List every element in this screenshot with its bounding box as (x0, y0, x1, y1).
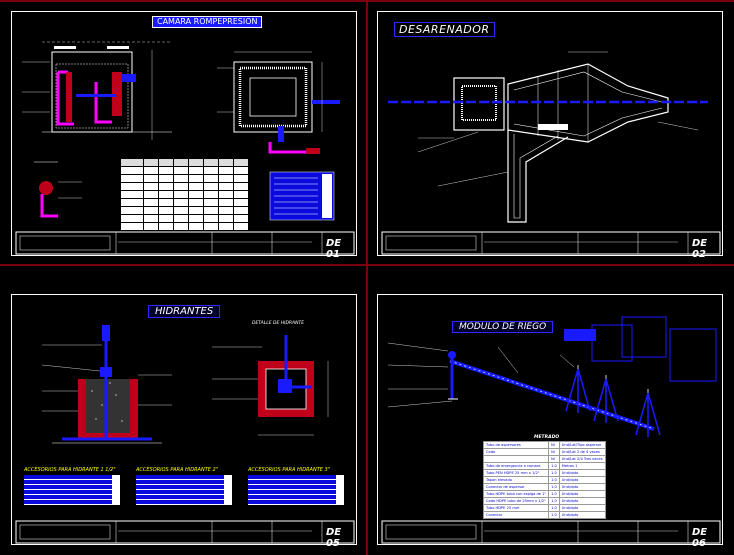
table-cell: Tubo de aspersores (482, 441, 550, 449)
accessories-table-3 (248, 475, 344, 505)
table-cell: Und/dpto (558, 483, 606, 491)
caption-hidrante-1: ACCESORIOS PARA HIDRANTE 1 1/2" (24, 467, 116, 473)
table-cell: Und/dpto (558, 490, 606, 498)
table-cell: Und/dpto (558, 504, 606, 512)
camara-drawing (15, 41, 355, 255)
data-table (120, 158, 249, 231)
table-cell: Codo (482, 448, 550, 456)
hidrantes-drawing (15, 325, 355, 544)
table-cell: Codo HDPE tubo de 25mm x 1/2" (482, 497, 550, 505)
table-cell: Ni (548, 441, 560, 449)
table-cell: Tapon elevado (482, 476, 550, 484)
accessories-table-1 (24, 475, 120, 505)
sheet-code: DE 02 (692, 238, 708, 260)
table-cell: 1.0 (548, 504, 560, 512)
sheet-code: DE 06 (692, 527, 708, 549)
table-cell: 1.0 (548, 511, 560, 519)
sheet-code: DE 05 (326, 527, 342, 549)
table-cell: 1.0 (548, 462, 560, 470)
outer-border (0, 0, 734, 2)
table-cell: Und/dpto (558, 497, 606, 505)
table-cell: 1.0 (548, 469, 560, 477)
caption-hidrante-2: ACCESORIOS PARA HIDRANTE 2" (136, 467, 218, 473)
table-cell: Ni (548, 448, 560, 456)
table-cell: Conector (482, 511, 550, 519)
table-cell: Tubo HDPE tubo con espiga de 1" (482, 490, 550, 498)
table-cell: Conector de aspersor (482, 483, 550, 491)
detail-label: DETALLE DE HIDRANTE (252, 321, 305, 326)
table-cell: Und/dpto (558, 469, 606, 477)
table-cell: Und/dpto (558, 511, 606, 519)
table-cell: 1.0 (548, 476, 560, 484)
sheet-title: HIDRANTES (148, 305, 221, 318)
table-cell: Tubo de emergencia a camara (482, 462, 550, 470)
table-cell: Und/Lat 2 de 4 veces (558, 448, 606, 456)
table-cell: Tubo HDPE 25 mm (482, 504, 550, 512)
vertical-divider (366, 0, 368, 555)
table-cell: 1.0 (548, 490, 560, 498)
table-cell: Tubo PEN HDPE 25 mm x 1/2" (482, 469, 550, 477)
sheet-code: DE 01 (326, 238, 342, 260)
accessories-table-2 (136, 475, 232, 505)
table-cell: Ni (548, 455, 560, 463)
sheet-title: DESARENADOR (394, 22, 495, 37)
desarenador-drawing (381, 51, 721, 255)
table-cell: Und/Lat/Tipo aspersor (558, 441, 606, 449)
sheet-desarenador: DESARENADOR DE 02 (377, 11, 723, 260)
sheet-camara-rompepresion: CAMARA ROMPEPRESION DE 01 (11, 11, 357, 260)
table-cell: Metros 1 (558, 462, 606, 470)
table-cell: Und/Lat 2/4 Tres veces (558, 455, 606, 463)
table-cell: 1.0 (548, 497, 560, 505)
table-cell (482, 455, 550, 463)
caption-hidrante-3: ACCESORIOS PARA HIDRANTE 3" (248, 467, 330, 473)
riego-drawing (381, 316, 721, 544)
sheet-modulo-riego: MODULO DE RIEGO METRADO Tubo de aspersor… (377, 294, 723, 549)
horizontal-divider (0, 264, 734, 266)
table-cell: Und/dpto (558, 476, 606, 484)
sheet-title: MODULO DE RIEGO (452, 321, 554, 333)
metrado-label: METRADO (534, 435, 560, 440)
sheet-title: CAMARA ROMPEPRESION (152, 16, 263, 28)
sheet-hidrantes: HIDRANTES DETALLE DE HIDRANTE ACCESORIOS… (11, 294, 357, 549)
table-cell: 1.0 (548, 483, 560, 491)
